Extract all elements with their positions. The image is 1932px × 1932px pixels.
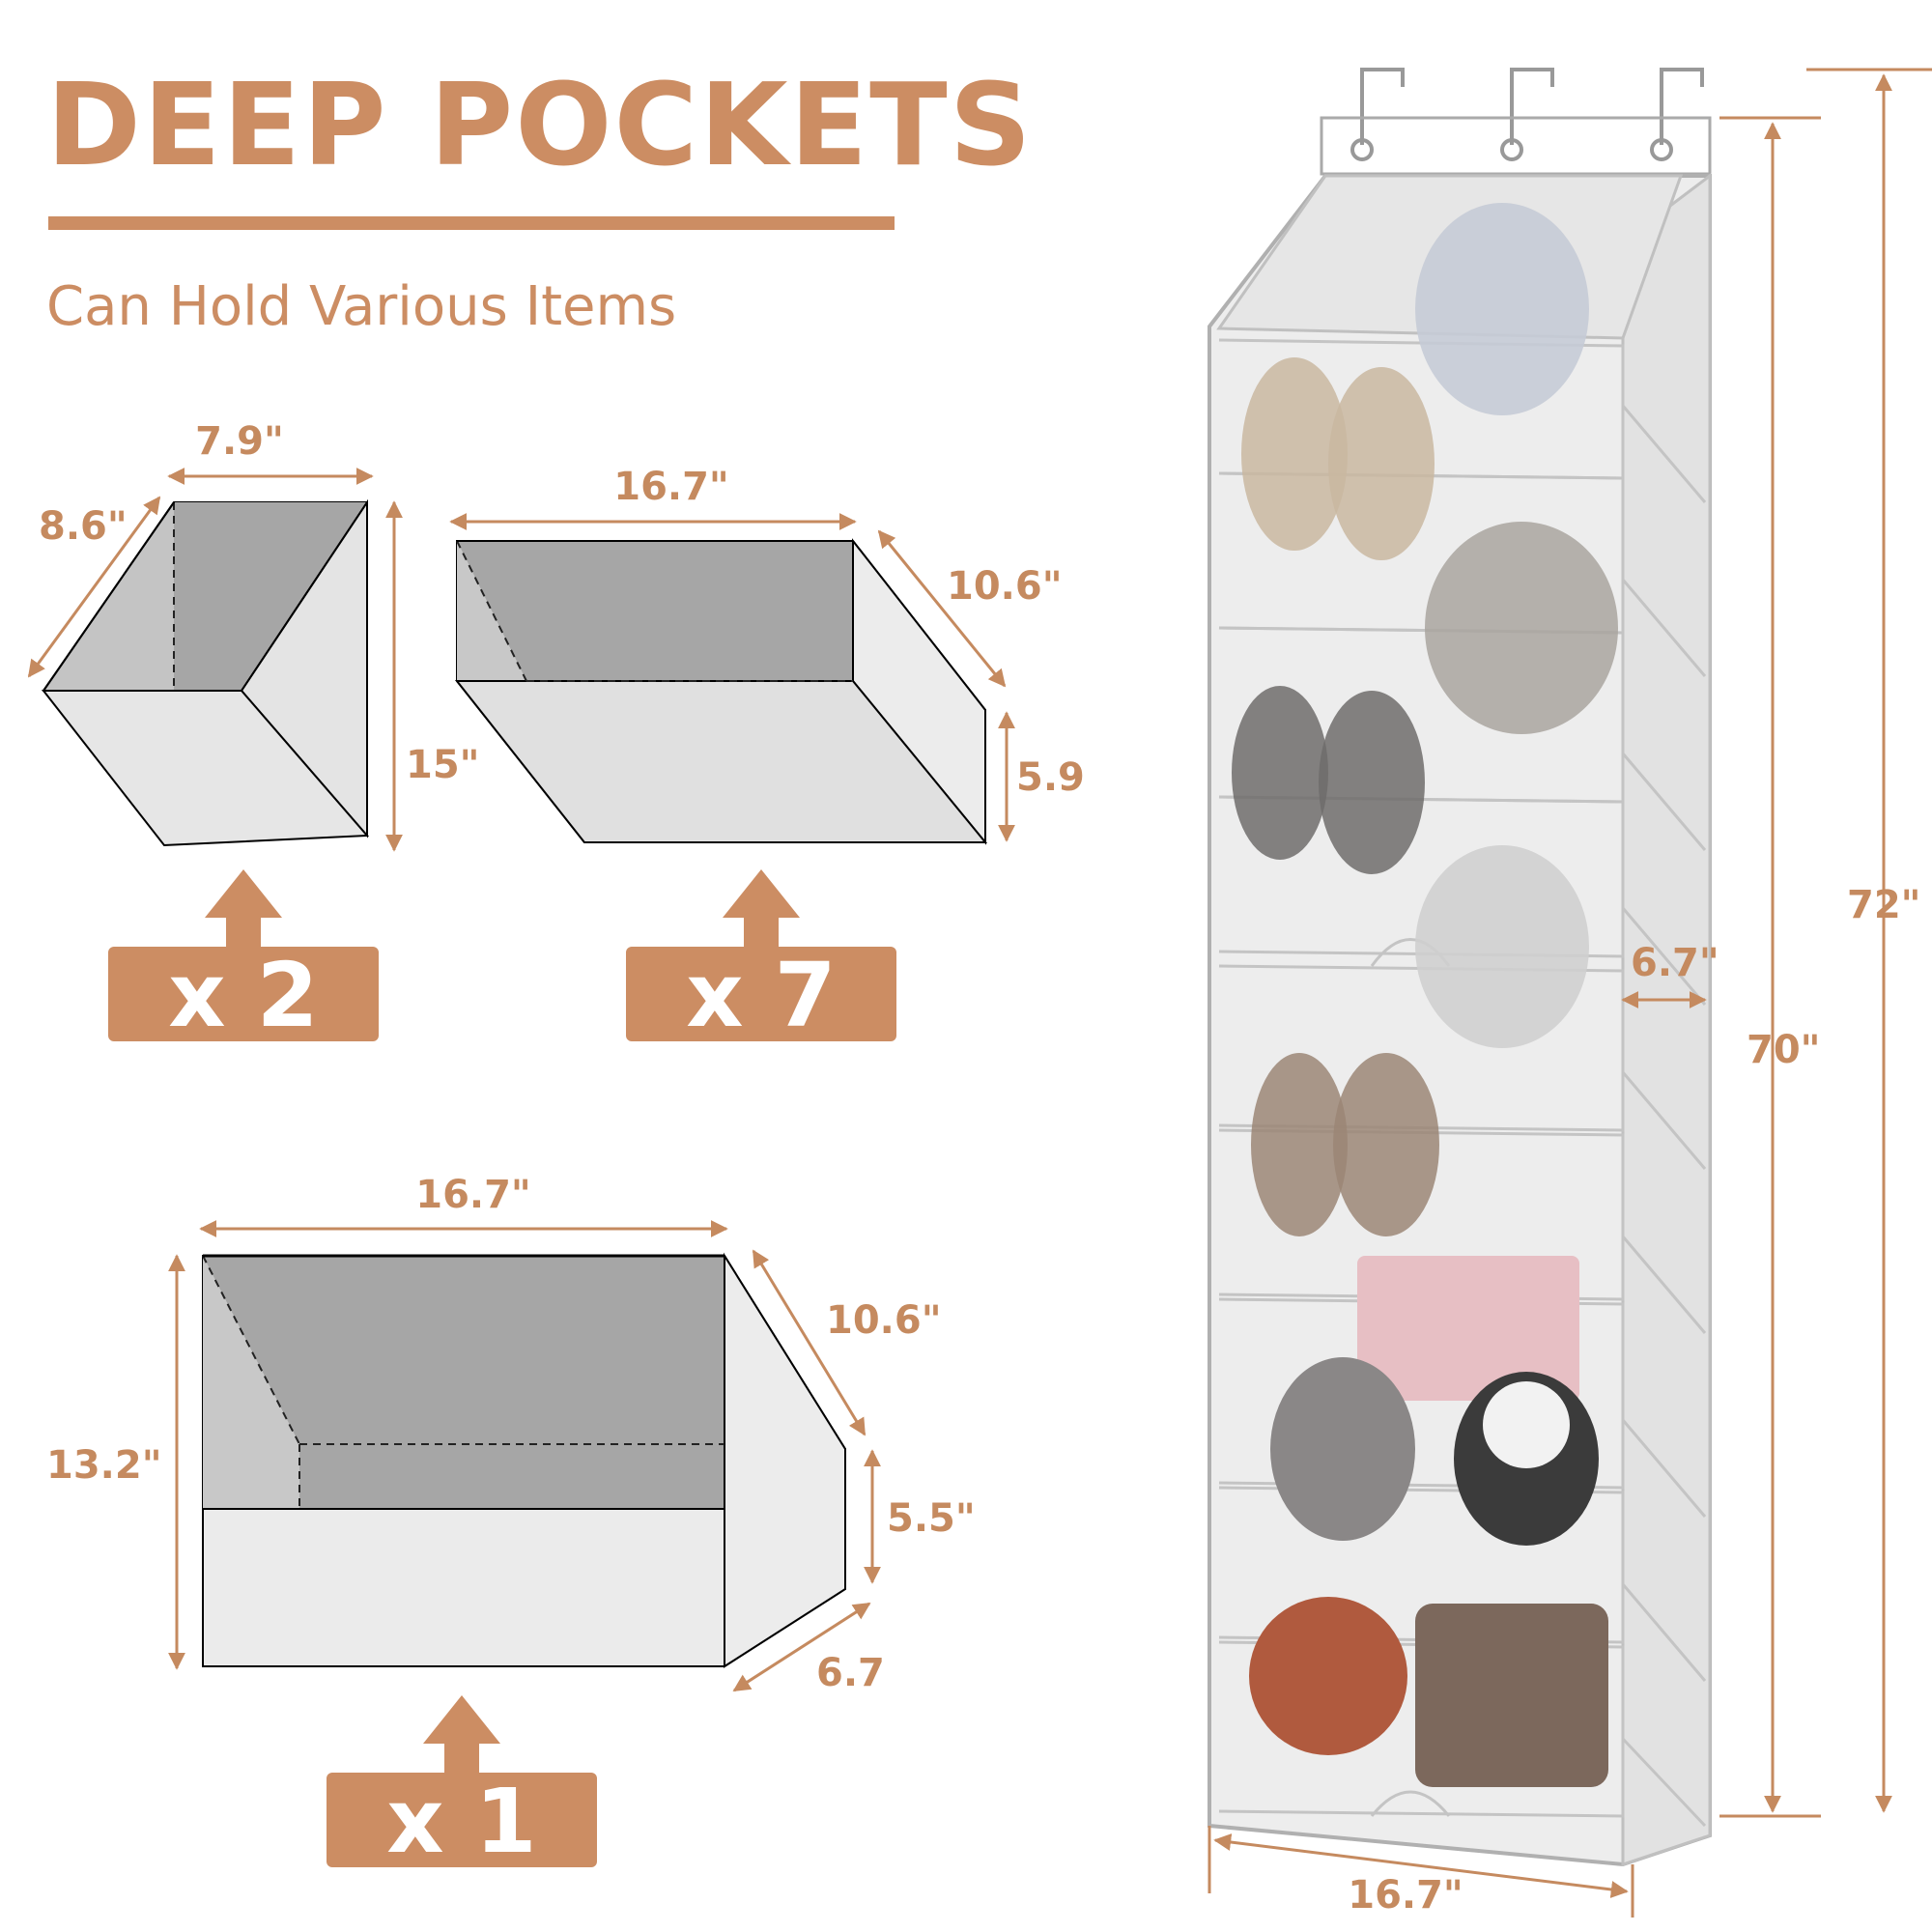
sneaker-icon: [1415, 845, 1589, 1048]
pocket-bottom-depth-top-label: 10.6": [826, 1298, 942, 1343]
pocket-bottom-width-label: 16.7": [415, 1173, 531, 1217]
clutch-bag-icon: [1357, 1256, 1579, 1401]
stored-items: [1232, 203, 1618, 1787]
sneaker-icon: [1319, 691, 1425, 874]
handbag-icon: [1415, 1604, 1608, 1787]
pocket-wide-height-label: 5.9: [1016, 755, 1085, 800]
dimension-lines-bottom: [168, 1220, 881, 1692]
pocket-small-height-label: 15": [406, 743, 480, 787]
pocket-small-depth-label: 8.6": [39, 504, 128, 549]
pocket-small-diagram: [41, 498, 370, 847]
sneaker-icon: [1415, 203, 1589, 415]
up-arrow-icon: [423, 1695, 500, 1777]
title-underline: [48, 216, 895, 230]
quantity-label-bottom: x 1: [386, 1770, 536, 1873]
quantity-label-small: x 2: [168, 944, 318, 1047]
door-hook-icon: [1320, 68, 1712, 176]
sneaker-icon: [1241, 357, 1348, 551]
organizer-total-height-label: 72": [1847, 883, 1921, 927]
organizer-body-height-label: 70": [1747, 1028, 1821, 1072]
up-arrow-icon: [205, 869, 282, 952]
quantity-badge-wide: x 7: [626, 869, 896, 1047]
quantity-badge-bottom: x 1: [327, 1695, 597, 1873]
quantity-label-wide: x 7: [686, 944, 836, 1047]
pocket-wide-diagram: [454, 538, 988, 845]
page-subtitle: Can Hold Various Items: [46, 275, 677, 338]
sneaker-icon: [1251, 1053, 1348, 1236]
raccoon-toy-icon: [1270, 1357, 1415, 1541]
dimension-lines-wide: [449, 513, 1015, 842]
up-arrow-icon: [723, 869, 800, 952]
pocket-bottom-depth-bottom-label: 6.7: [816, 1651, 885, 1695]
hanging-organizer-illustration: [1208, 68, 1712, 1867]
organizer-dimension-lines: [1208, 68, 1932, 1918]
pocket-bottom-height-total-label: 13.2": [46, 1443, 162, 1488]
sneaker-icon: [1328, 367, 1435, 560]
organizer-width-label: 16.7": [1348, 1873, 1463, 1918]
organizer-depth-label: 6.7": [1631, 941, 1719, 985]
sneaker-icon: [1232, 686, 1328, 860]
sneaker-icon: [1425, 522, 1618, 734]
pocket-wide-width-label: 16.7": [613, 465, 729, 509]
pocket-small-width-label: 7.9": [195, 419, 284, 464]
pocket-wide-depth-label: 10.6": [947, 564, 1063, 609]
pocket-bottom-height-front-label: 5.5": [887, 1496, 976, 1541]
pocket-bottom-diagram: [202, 1252, 846, 1668]
dimension-lines-small: [27, 468, 403, 852]
sneaker-icon: [1333, 1053, 1439, 1236]
round-bag-icon: [1249, 1597, 1407, 1755]
page-title: DEEP POCKETS: [46, 58, 1034, 191]
quantity-badge-small: x 2: [108, 869, 379, 1047]
